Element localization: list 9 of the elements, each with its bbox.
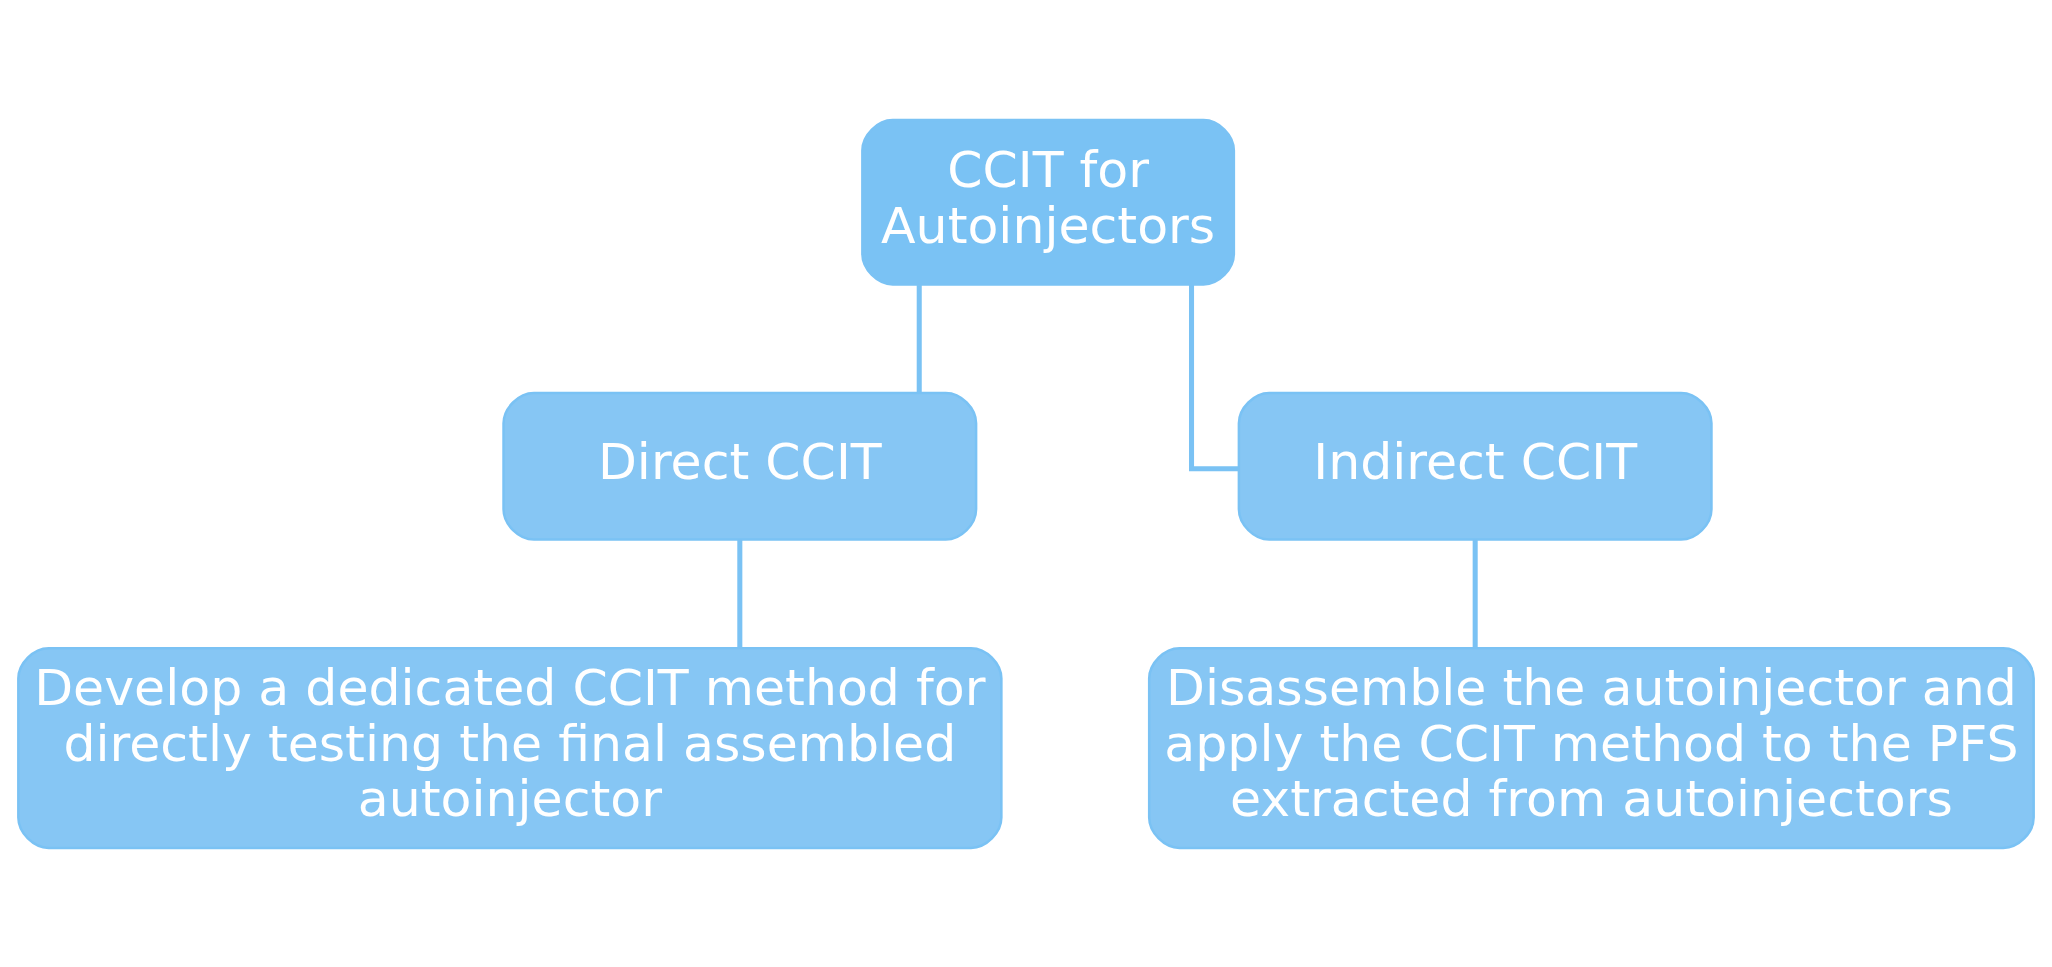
connector — [1472, 539, 1478, 648]
connector — [1189, 283, 1239, 471]
node-box: CCIT for Autoinjectors — [861, 118, 1236, 286]
connector — [916, 284, 922, 393]
node-box: Indirect CCIT — [1237, 391, 1713, 541]
node-box: Direct CCIT — [502, 391, 978, 541]
node-box: Disassemble the autoinjector and apply the CCIT method to the PFS extracted from autoinjectors — [1147, 646, 2035, 849]
connector — [737, 539, 743, 648]
node-box: Develop a dedicated CCIT method for directly testing the final assembled autoinjector — [17, 646, 1003, 849]
